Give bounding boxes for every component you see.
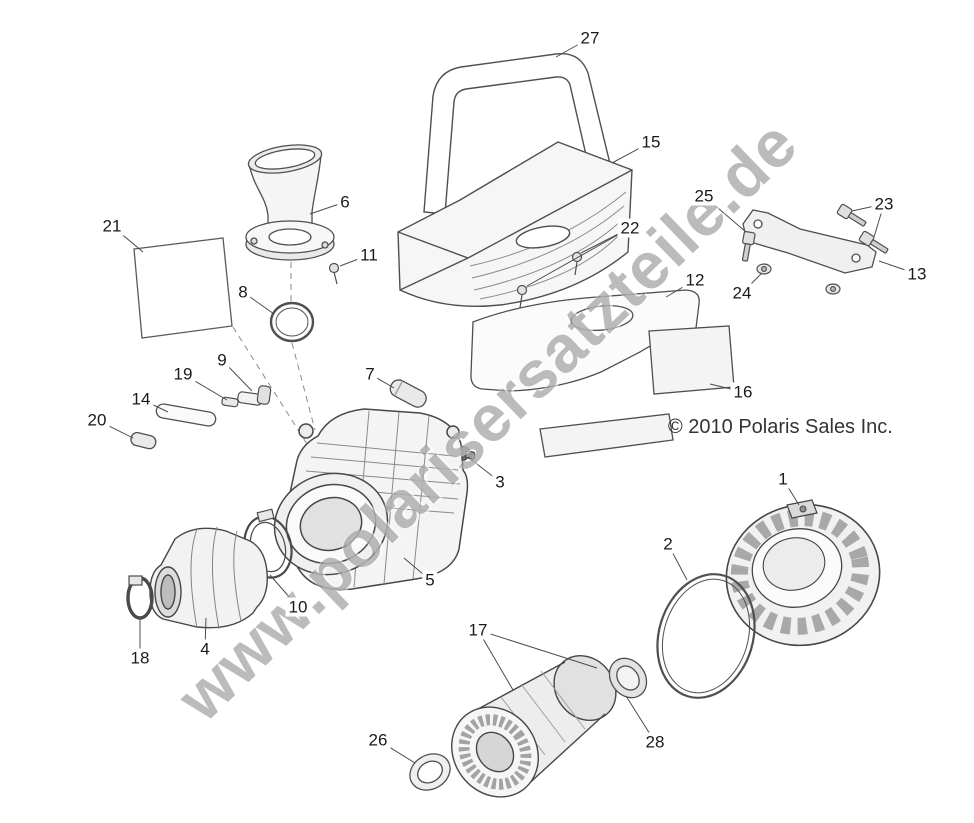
callout-21: 21 <box>99 216 125 236</box>
callout-2: 2 <box>660 534 676 554</box>
callout-15: 15 <box>638 132 664 152</box>
callout-5: 5 <box>422 570 438 590</box>
callout-1: 1 <box>775 469 791 489</box>
callout-3: 3 <box>492 472 508 492</box>
part-filter-17 <box>451 655 617 798</box>
callout-13: 13 <box>904 264 930 284</box>
callout-7: 7 <box>362 364 378 384</box>
part-foam-strips-16 <box>539 325 735 458</box>
part-fitting-7 <box>389 379 427 408</box>
copyright-text: © 2010 Polaris Sales Inc. <box>668 416 893 438</box>
part-bolts-23 <box>836 203 889 254</box>
part-airbox-5 <box>273 408 469 591</box>
part-hose-14 <box>155 403 217 427</box>
callout-4: 4 <box>197 639 213 659</box>
callout-18: 18 <box>127 648 153 668</box>
callout-23: 23 <box>871 194 897 214</box>
part-bracket-13 <box>742 209 877 274</box>
callout-9: 9 <box>214 350 230 370</box>
callout-11: 11 <box>357 245 381 265</box>
part-bolt-25 <box>741 230 756 262</box>
callout-28: 28 <box>642 732 668 752</box>
callout-25: 25 <box>691 186 717 206</box>
callout-19: 19 <box>170 364 196 384</box>
callout-27: 27 <box>577 28 603 48</box>
part-oring-2 <box>656 573 756 699</box>
callout-14: 14 <box>128 389 154 409</box>
part-funnel-6 <box>245 144 335 261</box>
callout-12: 12 <box>682 270 708 290</box>
part-foam-seal-12 <box>470 289 700 392</box>
callout-10: 10 <box>285 597 311 617</box>
callout-16: 16 <box>730 382 756 402</box>
callout-20: 20 <box>84 410 110 430</box>
callout-22: 22 <box>617 218 643 238</box>
part-cover-15 <box>397 141 633 307</box>
part-nuts-24 <box>756 263 841 295</box>
part-screw-11 <box>328 262 340 285</box>
part-cap-28 <box>608 657 648 699</box>
part-seal-26 <box>409 753 451 791</box>
assembly-dashed-lines <box>232 262 316 445</box>
callout-24: 24 <box>729 283 755 303</box>
callout-26: 26 <box>365 730 391 750</box>
part-panel-21 <box>133 237 233 339</box>
part-boot-4 <box>149 526 268 630</box>
leader-line-17 <box>477 629 598 669</box>
callout-6: 6 <box>337 192 353 212</box>
leader-line-22 <box>526 227 631 287</box>
callout-8: 8 <box>235 282 251 302</box>
callout-17: 17 <box>465 620 491 640</box>
part-oring-8 <box>269 301 315 343</box>
leader-line-17 <box>477 629 514 691</box>
